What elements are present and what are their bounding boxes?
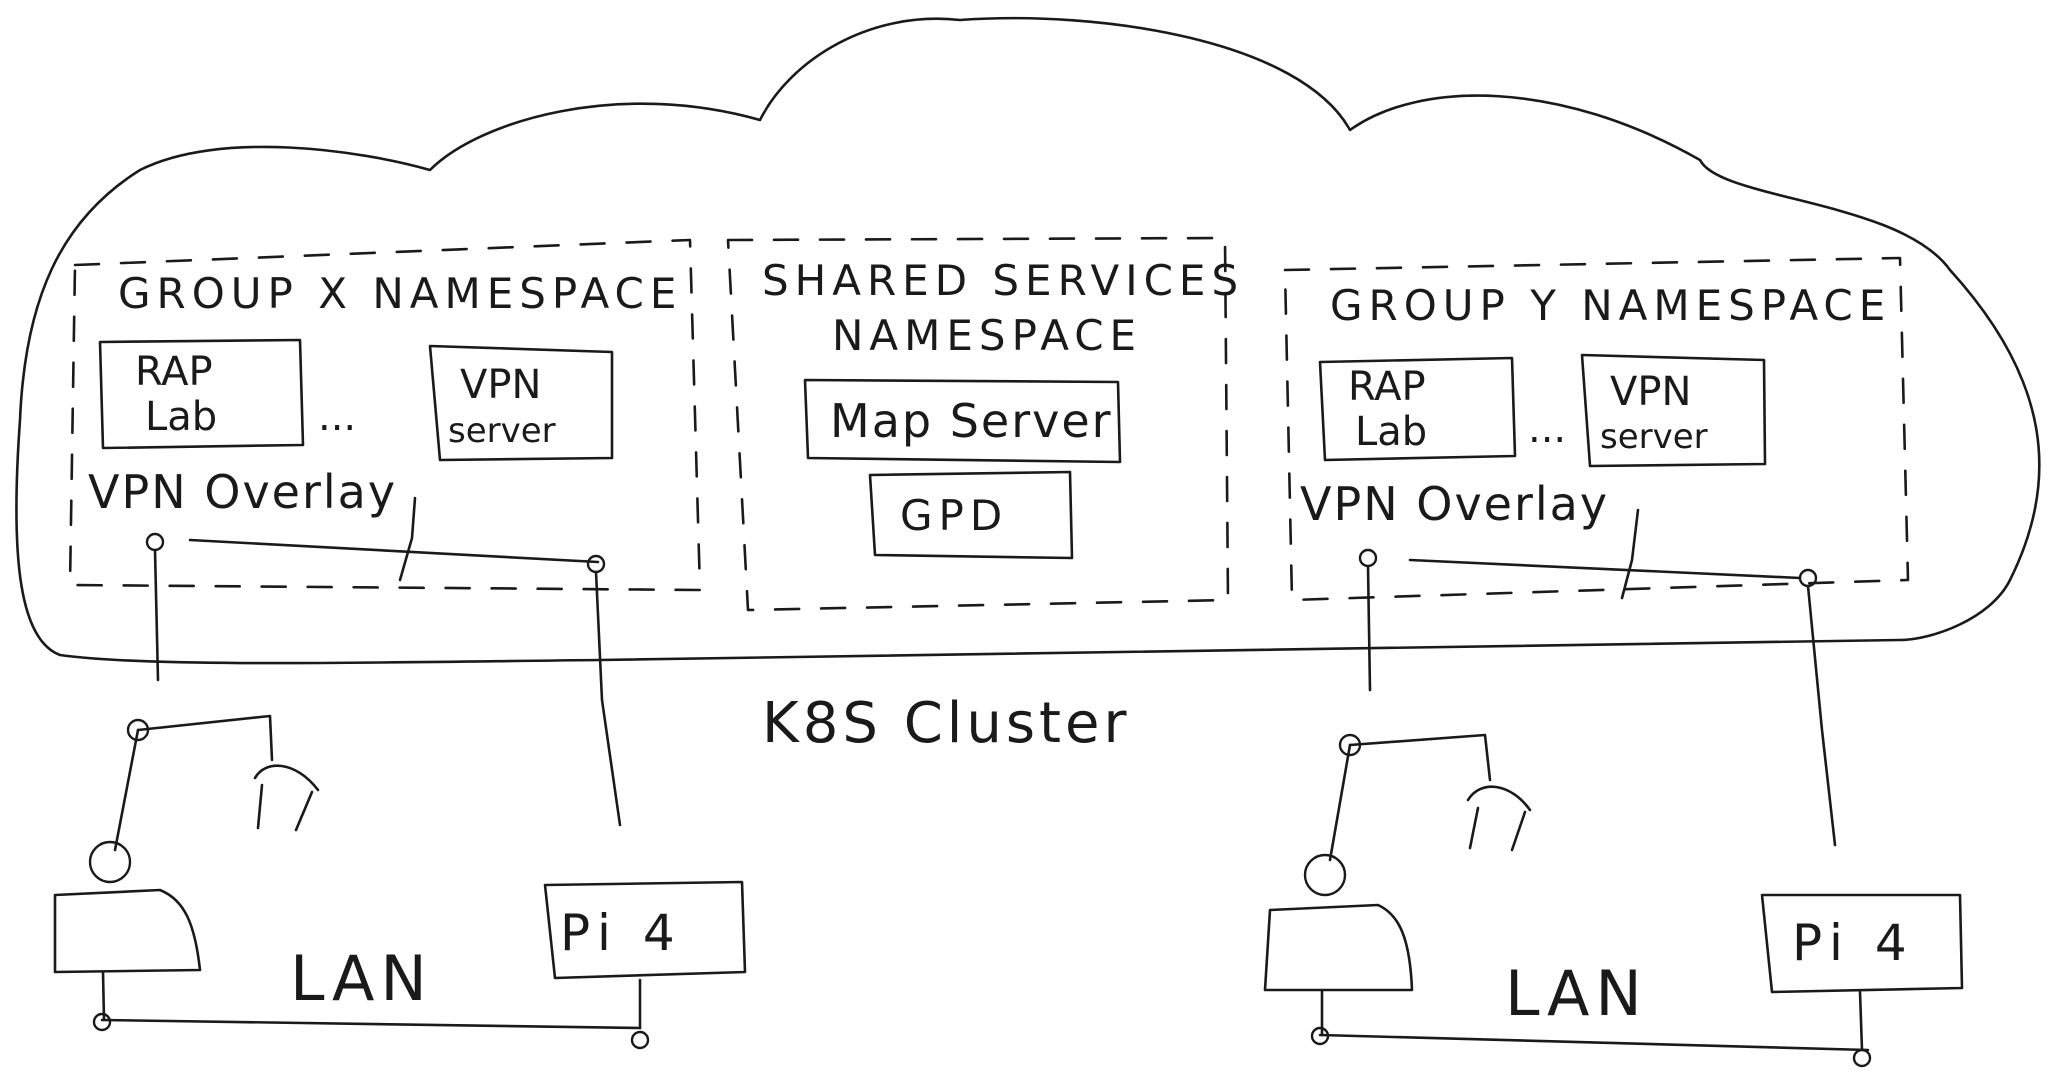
group-x-robot-link xyxy=(153,548,160,682)
group-x-vpn-server-box xyxy=(428,344,614,462)
group-y-rap-lab-label-line2: Lab xyxy=(1355,409,1427,455)
group-y-vpn-server-label-line2: server xyxy=(1600,417,1708,457)
group-y-lan-node-right xyxy=(1852,1048,1872,1068)
group-x-pi-link xyxy=(594,570,622,827)
group-y-overlay-pointer xyxy=(1620,508,1640,600)
group-x-namespace-label: GROUP X NAMESPACE xyxy=(118,269,682,318)
group-x-robot-arm-icon xyxy=(53,714,320,974)
group-y-robot-link xyxy=(1366,564,1372,692)
group-x-lan-line xyxy=(100,1018,642,1030)
group-y-vpn-overlay-label: VPN Overlay xyxy=(1300,477,1609,531)
group-y-vpn-server-box xyxy=(1580,353,1767,468)
group-x-overlay-node-right xyxy=(586,554,606,574)
map-server-label: Map Server xyxy=(830,394,1113,448)
group-y-overlay-node-left xyxy=(1358,548,1378,568)
group-x-vpn-server-label-line2: server xyxy=(448,411,556,451)
shared-services-namespace-box xyxy=(726,236,1230,612)
group-y-pi-link xyxy=(1806,584,1837,847)
map-server-box xyxy=(803,378,1122,464)
group-x-pi-box xyxy=(543,880,747,980)
group-y-lan-node-left xyxy=(1310,1026,1330,1046)
group-y-lan-line xyxy=(1318,1033,1870,1052)
group-x-pi-label: Pi 4 xyxy=(560,904,683,962)
group-y-pi-label: Pi 4 xyxy=(1792,914,1915,972)
group-x-ellipsis: ... xyxy=(318,394,356,440)
group-y-vpn-overlay-line xyxy=(1408,558,1802,580)
group-x-rap-lab-label-line1: RAP xyxy=(135,349,213,395)
group-y-robot-arm-icon xyxy=(1263,733,1532,992)
group-y-namespace-label: GROUP Y NAMESPACE xyxy=(1330,281,1891,330)
shared-namespace-label-line2: NAMESPACE xyxy=(832,311,1142,360)
group-y-lan-drop-pi xyxy=(1858,990,1864,1052)
k8s-cluster-label: K8S Cluster xyxy=(762,691,1130,756)
group-y-overlay-node-right xyxy=(1798,568,1818,588)
shared-namespace-label-line1: SHARED SERVICES xyxy=(762,256,1244,305)
group-y-namespace-box xyxy=(1283,256,1910,602)
group-y-rap-lab-label-line1: RAP xyxy=(1348,364,1426,410)
group-x-rap-lab-label-line2: Lab xyxy=(145,394,217,440)
gpd-label: GPD xyxy=(900,491,1008,540)
group-x-rap-lab-box xyxy=(98,338,305,450)
cluster-cloud-outline xyxy=(15,16,2041,665)
group-x-overlay-node-left xyxy=(145,532,165,552)
group-x-overlay-pointer xyxy=(398,496,417,582)
group-x-lan-node-left xyxy=(92,1012,112,1032)
group-y-vpn-server-label-line1: VPN xyxy=(1610,369,1691,415)
group-x-lan-node-right xyxy=(630,1030,650,1050)
group-x-vpn-server-label-line1: VPN xyxy=(460,362,541,408)
group-x-lan-drop-robot xyxy=(101,970,106,1022)
group-y-lan-label: LAN xyxy=(1505,957,1648,1030)
group-y-ellipsis: ... xyxy=(1528,406,1566,452)
group-x-vpn-overlay-label: VPN Overlay xyxy=(88,465,397,519)
group-x-lan-label: LAN xyxy=(290,942,433,1015)
group-x-vpn-overlay-line xyxy=(188,538,600,564)
group-x-namespace-box xyxy=(68,238,702,592)
group-y-rap-lab-box xyxy=(1318,356,1517,462)
group-y-pi-box xyxy=(1760,893,1964,994)
gpd-box xyxy=(868,470,1074,560)
